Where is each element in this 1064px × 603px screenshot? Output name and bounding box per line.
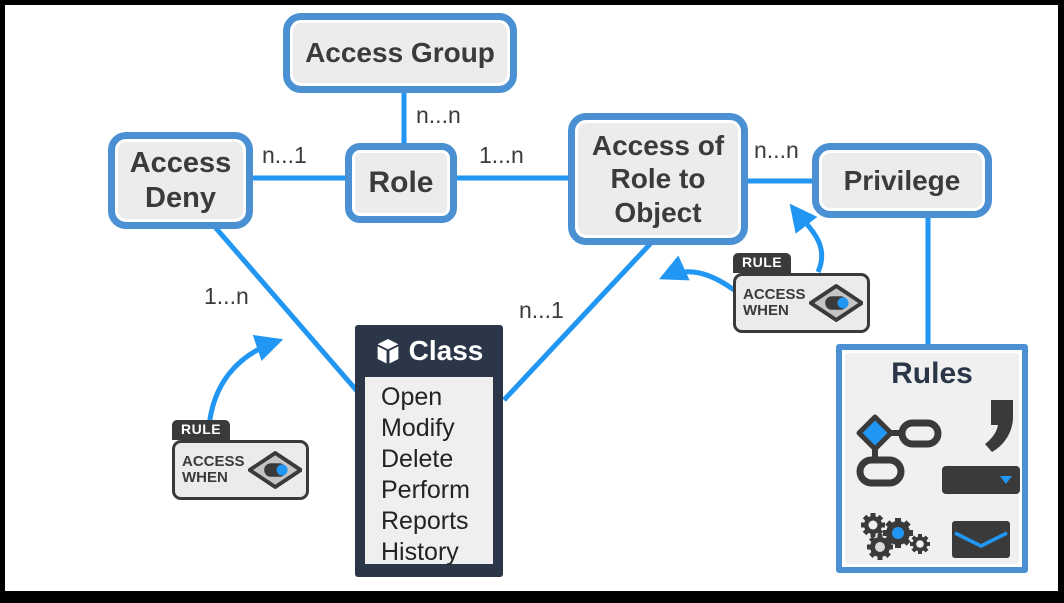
rules-box: Rules bbox=[836, 344, 1028, 573]
multiplicity-accessgroup-role: n...n bbox=[416, 102, 461, 128]
arrow-rule-to-privilege-line bbox=[789, 203, 825, 274]
class-operation: Modify bbox=[381, 414, 455, 442]
rule-badge-body: ACCESS WHEN bbox=[172, 440, 309, 500]
rules-box-title: Rules bbox=[891, 357, 973, 390]
flowchart-icon bbox=[856, 414, 942, 488]
rule-access-when-badge-right: RULE ACCESS WHEN bbox=[733, 253, 870, 333]
gears-icon bbox=[856, 512, 936, 560]
entity-access-group: Access Group bbox=[283, 13, 517, 93]
class-box: Class Open Modify Delete Perform Reports… bbox=[355, 325, 503, 577]
access-when-eye-icon bbox=[808, 284, 863, 322]
multiplicity-accessofrole-privilege: n...n bbox=[754, 137, 799, 163]
rule-access-when-badge-left: RULE ACCESS WHEN bbox=[172, 420, 309, 500]
multiplicity-accessdeny-class: 1...n bbox=[204, 283, 249, 309]
cube-icon bbox=[377, 338, 399, 363]
line-accessofrole-class bbox=[502, 240, 654, 402]
rule-badge-body: ACCESS WHEN bbox=[733, 273, 870, 333]
multiplicity-role-accessofrole: 1...n bbox=[479, 142, 524, 168]
entity-privilege: Privilege bbox=[812, 143, 992, 218]
comma-icon bbox=[984, 400, 1014, 452]
class-operation: Open bbox=[381, 383, 443, 411]
multiplicity-accessofrole-class: n...1 bbox=[519, 297, 564, 323]
dropdown-field-icon bbox=[942, 466, 1020, 494]
frame-border-bottom bbox=[0, 591, 1064, 603]
frame-border-right bbox=[1058, 0, 1064, 603]
frame-border-left bbox=[0, 0, 5, 603]
line-accessdeny-class bbox=[213, 225, 359, 393]
entity-access-of-role-to-object: Access of Role to Object bbox=[568, 113, 748, 245]
arrow-rule-to-denyclass-line bbox=[206, 334, 284, 428]
entity-role: Role bbox=[345, 143, 457, 223]
class-operation: History bbox=[381, 538, 459, 566]
envelope-icon bbox=[952, 521, 1010, 558]
access-when-label: ACCESS WHEN bbox=[182, 452, 245, 486]
class-operation: Delete bbox=[381, 445, 454, 473]
access-when-label: ACCESS WHEN bbox=[743, 285, 806, 319]
class-operation: Reports bbox=[381, 507, 469, 535]
class-operations-panel: Open Modify Delete Perform Reports Histo… bbox=[365, 377, 493, 566]
frame-border-top bbox=[0, 0, 1064, 5]
multiplicity-accessdeny-role: n...1 bbox=[262, 142, 307, 168]
rule-tab-label: RULE bbox=[172, 420, 231, 440]
access-when-eye-icon bbox=[247, 451, 302, 489]
rule-tab-label: RULE bbox=[733, 253, 792, 273]
class-operations-list: Open Modify Delete Perform Reports Histo… bbox=[365, 377, 493, 568]
class-box-title: Class bbox=[408, 335, 484, 366]
entity-access-deny: Access Deny bbox=[108, 132, 253, 229]
class-operation: Perform bbox=[381, 476, 470, 504]
class-box-header: Class bbox=[355, 325, 503, 377]
arrow-rule-to-aroclass-line bbox=[658, 255, 736, 293]
